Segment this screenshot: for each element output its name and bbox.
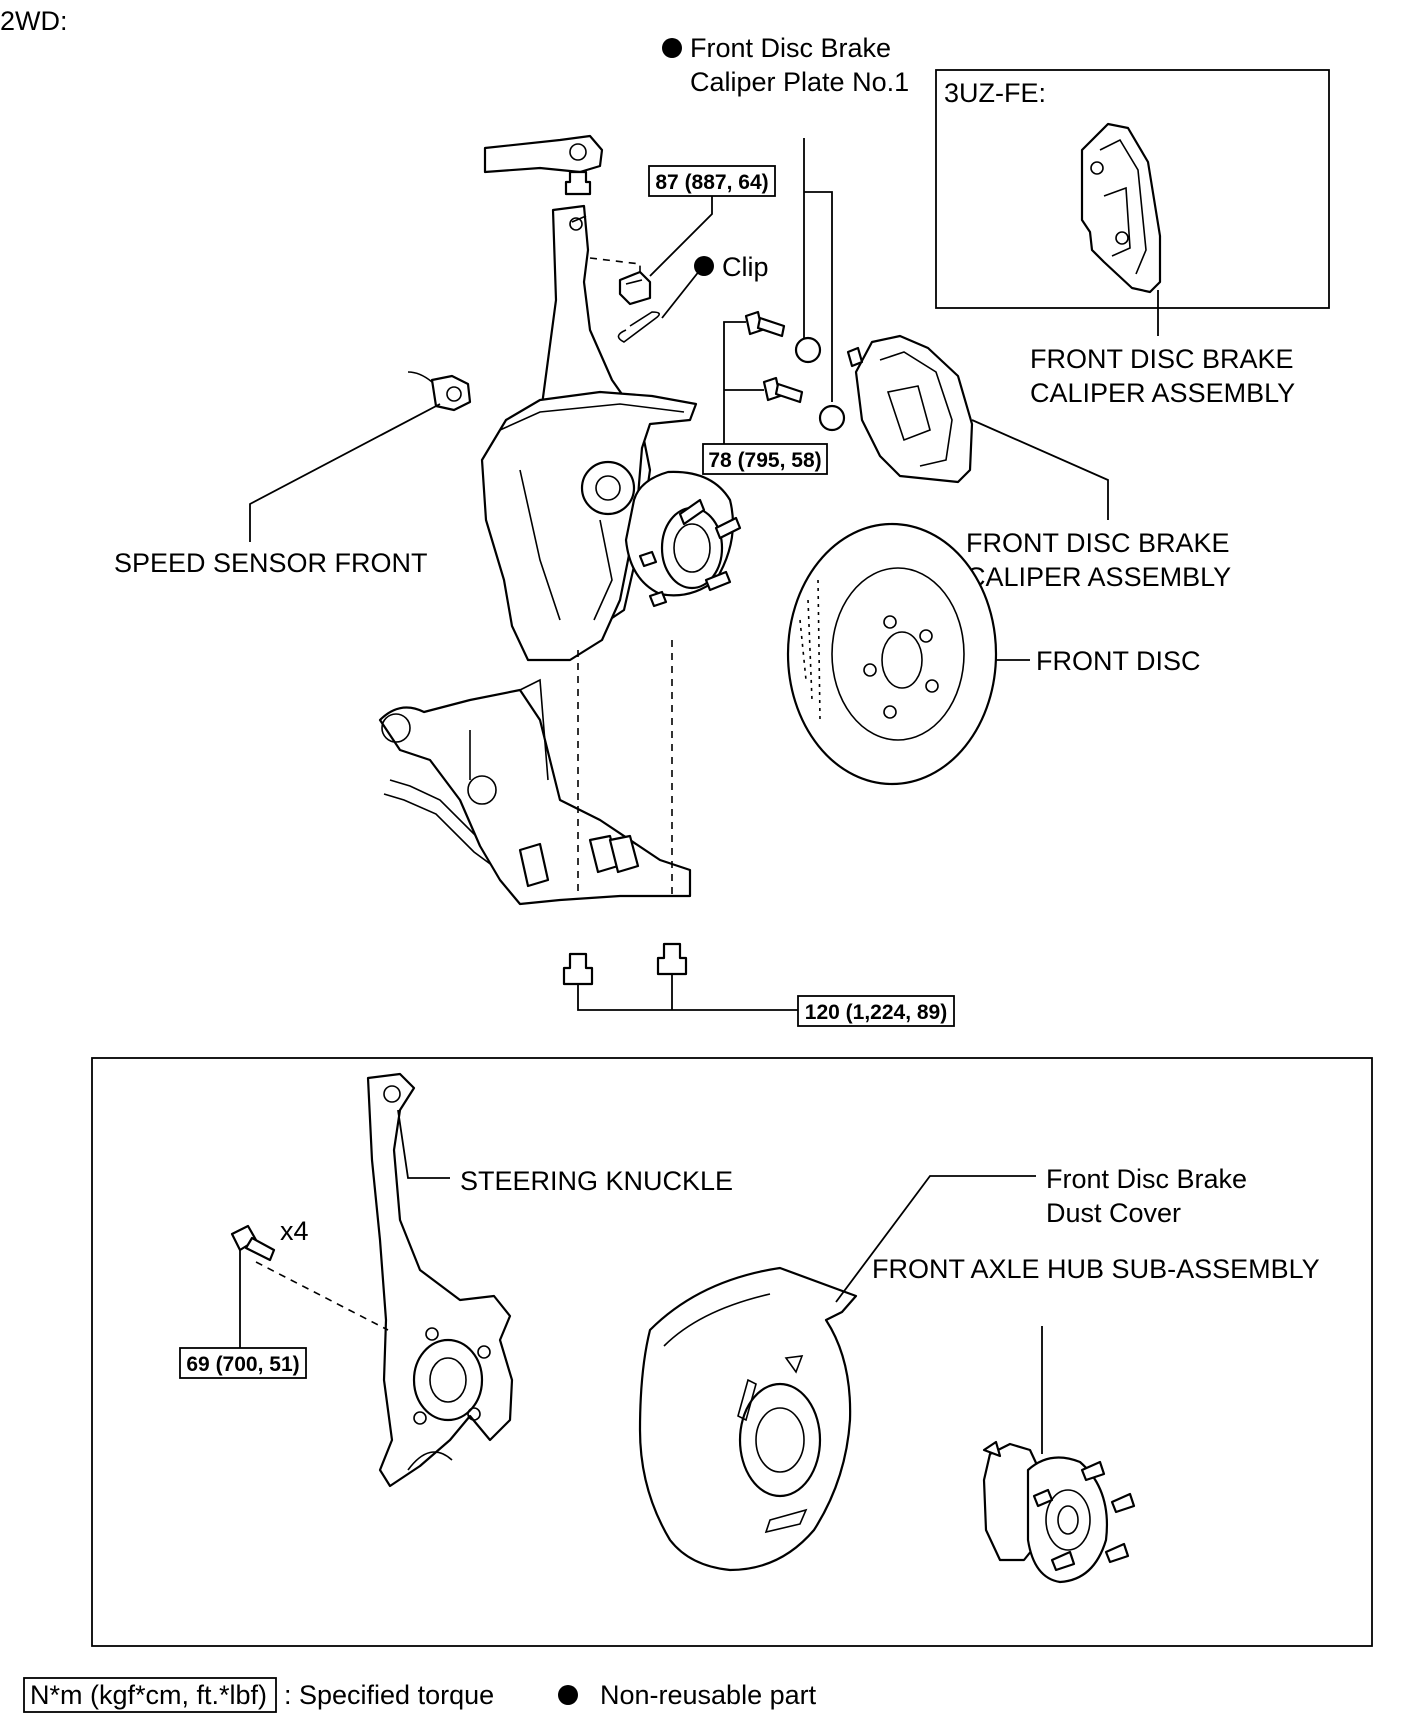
caliper-assembly-drawing [846,334,974,484]
castle-nut-drawing [618,270,652,306]
torque-lower-ball-joint: 120 (1,224, 89) [805,1001,947,1024]
inset-engine-label: 3UZ-FE: [944,78,1046,108]
inset-caliper-drawing [1080,122,1162,294]
legend-torque-unit: N*m (kgf*cm, ft.*lbf) [30,1680,267,1710]
knuckle-leader [397,1109,450,1179]
caliper-plate-label-line2: Caliper Plate No.1 [690,67,909,97]
lower-torque-leader-a [577,984,798,1011]
clip-label: Clip [722,252,769,282]
axle-hub-label: FRONT AXLE HUB SUB-ASSEMBLY [872,1254,1320,1284]
legend-nonreusable-dot-icon [558,1685,578,1705]
bolt-qty-label: x4 [280,1216,309,1246]
clip-nonreusable-dot-icon [694,256,714,276]
legend-torque-desc: : Specified torque [284,1680,494,1710]
torque-upper-leader [649,196,713,277]
steering-knuckle-drawing [366,1072,514,1488]
lower-arm-drawing [378,678,692,906]
legend-torque-box [23,1677,277,1713]
caliper-bolt-upper [744,310,786,338]
nonreusable-dot-icon [662,38,682,58]
speed-sensor-drawing [407,371,472,412]
legend-nonreusable-desc: Non-reusable part [600,1680,817,1710]
torque-caliper-bolts: 78 (795, 58) [708,449,821,472]
front-disc-drawing [786,522,998,786]
torque-hub-bolts: 69 (700, 51) [186,1353,299,1376]
caliper-plate-upper-icon [794,336,822,364]
dust-cover-leader [835,1175,1036,1303]
clip-drawing [617,311,660,343]
detail-box [91,1057,1373,1647]
hub-bolt-dashed-guide [255,1261,389,1331]
speed-sensor-leader [249,403,441,542]
torque-caliper-leader-a [723,321,746,444]
knuckle-assembly-drawing [480,204,742,662]
axle-hub-drawing [982,1440,1136,1584]
caliper-bolt-lower [762,376,804,404]
dust-cover-drawing [638,1266,858,1572]
caliper-assembly-label-line1: FRONT DISC BRAKE [966,528,1230,558]
hub-bolt-drawing [230,1224,276,1262]
variant-label: 2WD: [0,6,68,36]
caliper-assembly-label-line2: CALIPER ASSEMBLY [966,562,1231,592]
torque-box-lower-ball-joint [797,995,955,1027]
caliper-plate-lower-icon [818,404,846,432]
caliper-plate-leader-2 [804,191,833,402]
torque-box-caliper [702,443,828,475]
speed-sensor-label: SPEED SENSOR FRONT [114,548,428,578]
steering-knuckle-label: STEERING KNUCKLE [460,1166,733,1196]
dust-cover-label-line1: Front Disc Brake [1046,1164,1247,1194]
clip-leader [661,269,701,319]
torque-box-hub-bolts [179,1347,307,1379]
dust-cover-label-line2: Dust Cover [1046,1198,1181,1228]
caliper-assembly-leader [971,419,1109,520]
torque-upper-ball-joint: 87 (887, 64) [655,171,768,194]
caliper-plate-label-line1: Front Disc Brake [690,33,891,63]
inset-caliper-label-line2: CALIPER ASSEMBLY [1030,378,1295,408]
upper-arm-drawing [483,134,604,196]
lower-bolt-left [562,952,594,986]
inset-caliper-label-line1: FRONT DISC BRAKE [1030,344,1294,374]
lower-bolt-right [656,942,688,976]
front-disc-label: FRONT DISC [1036,646,1201,676]
nut-dashed-guide [589,257,641,272]
inset-box-3uz-fe [935,69,1330,309]
